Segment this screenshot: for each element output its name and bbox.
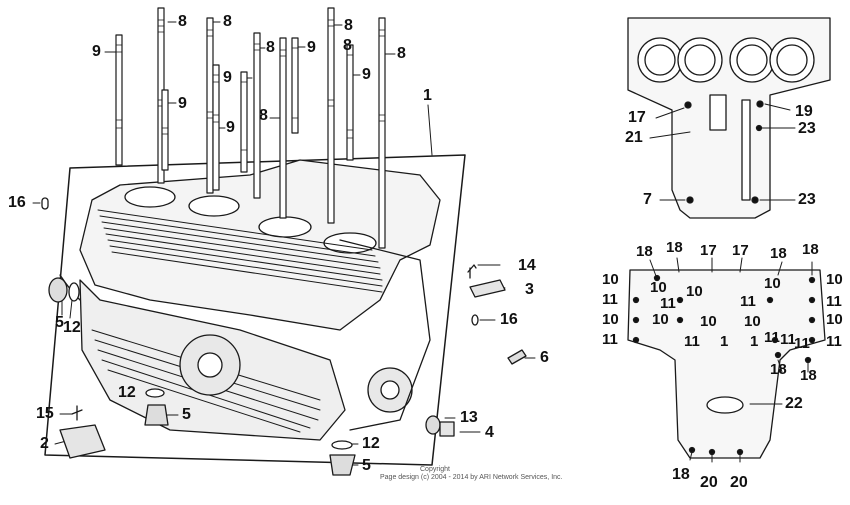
cylinder-studs [157,7,386,249]
callout-1: 1 [720,333,729,350]
hardware-parts [41,197,527,476]
callout-18: 18 [636,243,653,260]
callout-1: 1 [423,87,432,104]
callout-11: 11 [602,291,618,308]
callout-17: 17 [628,109,646,126]
callout-11: 11 [602,331,618,348]
callout-8-extra: 8 [343,37,352,54]
callout-10: 10 [602,311,619,328]
callout-9: 9 [223,69,232,86]
callout-3: 3 [525,281,534,298]
callout-11: 11 [660,295,676,312]
callout-11: 11 [794,335,810,352]
callout-20: 20 [700,474,718,491]
callout-15: 15 [36,405,54,422]
callout-13: 13 [460,409,478,426]
callout-5: 5 [182,406,191,423]
callout-12: 12 [118,384,136,401]
crankcase-bolts [115,34,354,191]
copyright-line-2: Page design (c) 2004 - 2014 by ARI Netwo… [380,474,563,481]
callout-9: 9 [362,66,371,83]
callout-8: 8 [266,39,275,56]
callout-1: 1 [750,333,759,350]
crankcase-assembly-illustration [44,154,466,466]
callout-10: 10 [826,271,843,288]
callout-16: 16 [8,194,26,211]
callout-9: 9 [307,39,316,56]
callout-2: 2 [40,435,49,452]
callout-8: 8 [259,107,268,124]
copyright-notice: Copyright Page design (c) 2004 - 2014 by… [380,466,562,482]
callout-8: 8 [397,45,406,62]
callout-10: 10 [700,313,717,330]
callout-23: 23 [798,120,816,137]
callout-9: 9 [92,43,101,60]
callout-7: 7 [643,191,652,208]
callout-11-extra: 11 [780,331,796,348]
callout-19: 19 [795,103,813,120]
callout-10: 10 [686,283,703,300]
callout-4: 4 [485,424,494,441]
callout-12: 12 [362,435,380,452]
upper-case-view [627,17,831,219]
callout-20: 20 [730,474,748,491]
callout-11: 11 [684,333,700,350]
callout-18: 18 [770,361,787,378]
callout-8: 8 [344,17,353,34]
callout-10: 10 [826,311,843,328]
callout-14: 14 [518,257,536,274]
callout-5: 5 [55,314,64,331]
callout-9: 9 [178,95,187,112]
callout-10: 10 [764,275,781,292]
callout-17: 17 [732,242,749,259]
cooling-fins [97,209,383,293]
callout-21: 21 [625,129,643,146]
callout-8: 8 [223,13,232,30]
callout-18: 18 [770,245,787,262]
callout-10: 10 [744,313,761,330]
callout-9: 9 [226,119,235,136]
lower-case-view [627,257,826,463]
callout-22: 22 [785,395,803,412]
callout-11: 11 [826,293,842,310]
callout-6: 6 [540,349,549,366]
callout-8: 8 [178,13,187,30]
callout-11: 11 [740,293,756,310]
callout-23: 23 [798,191,816,208]
callout-10: 10 [652,311,669,328]
callout-10: 10 [650,279,667,296]
callout-10: 10 [602,271,619,288]
callout-18: 18 [666,239,683,256]
callout-12: 12 [63,319,81,336]
callout-18: 18 [800,367,817,384]
callout-5: 5 [362,457,371,474]
callout-11: 11 [826,333,842,350]
callout-11: 11 [764,329,780,346]
copyright-line-1: Copyright [420,466,450,473]
callout-16: 16 [500,311,518,328]
callout-18: 18 [672,466,690,483]
callout-17: 17 [700,242,717,259]
callout-18: 18 [802,241,819,258]
